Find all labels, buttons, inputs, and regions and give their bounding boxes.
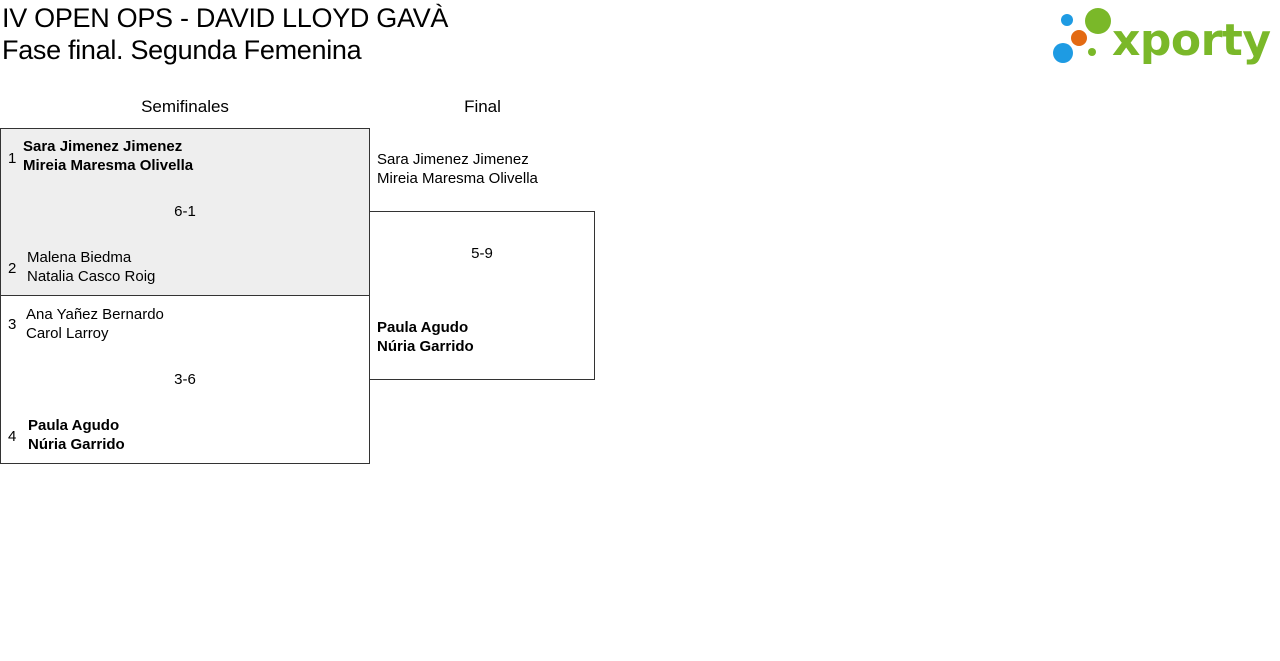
- logo-dot-green-small: [1088, 48, 1096, 56]
- team-pair-winner: Paula Agudo Núria Garrido: [28, 416, 125, 454]
- logo-dot-green: [1085, 8, 1111, 34]
- player-name: Sara Jimenez Jimenez: [377, 151, 529, 168]
- player-name: Núria Garrido: [377, 338, 474, 355]
- final-team-pair-winner: Paula Agudo Núria Garrido: [377, 318, 474, 356]
- match-score: 3-6: [174, 371, 196, 388]
- semifinal-match-2[interactable]: 3 Ana Yañez Bernardo Carol Larroy 3-6 4 …: [0, 295, 370, 464]
- logo-wordmark: xporty: [1112, 15, 1271, 66]
- team-pair-winner: Sara Jimenez Jimenez Mireia Maresma Oliv…: [23, 137, 193, 175]
- seed-number: 2: [8, 260, 17, 277]
- tournament-name: IV OPEN OPS - DAVID LLOYD GAVÀ: [2, 3, 449, 33]
- seed-number: 3: [8, 316, 17, 333]
- player-name: Núria Garrido: [28, 436, 125, 453]
- draw-name: Fase final. Segunda Femenina: [2, 35, 362, 65]
- seed-number: 4: [8, 428, 17, 445]
- seed-number: 1: [8, 150, 17, 167]
- final-match[interactable]: 5-9 Paula Agudo Núria Garrido: [369, 211, 595, 380]
- player-name: Mireia Maresma Olivella: [377, 170, 538, 187]
- player-name: Carol Larroy: [26, 325, 109, 342]
- player-name: Malena Biedma: [27, 249, 132, 266]
- match-score: 6-1: [174, 203, 196, 220]
- match-score: 5-9: [471, 245, 493, 262]
- player-name: Ana Yañez Bernardo: [26, 306, 164, 323]
- semifinals-heading: Semifinales: [141, 97, 229, 116]
- player-name: Sara Jimenez Jimenez: [23, 138, 183, 155]
- player-name: Mireia Maresma Olivella: [23, 157, 194, 174]
- logo-dot-orange: [1071, 30, 1087, 46]
- final-team-pair: Sara Jimenez Jimenez Mireia Maresma Oliv…: [377, 150, 538, 188]
- player-name: Natalia Casco Roig: [27, 268, 156, 285]
- semifinal-match-1[interactable]: 1 Sara Jimenez Jimenez Mireia Maresma Ol…: [0, 128, 370, 296]
- logo-dot-blue-bottom: [1053, 43, 1073, 63]
- xporty-logo: xporty: [1048, 2, 1278, 68]
- team-pair: Ana Yañez Bernardo Carol Larroy: [26, 305, 164, 343]
- team-pair: Malena Biedma Natalia Casco Roig: [27, 248, 155, 286]
- player-name: Paula Agudo: [28, 417, 120, 434]
- final-heading: Final: [464, 97, 501, 116]
- player-name: Paula Agudo: [377, 319, 469, 336]
- logo-dot-blue-top: [1061, 14, 1073, 26]
- page-title: IV OPEN OPS - DAVID LLOYD GAVÀ Fase fina…: [2, 2, 448, 66]
